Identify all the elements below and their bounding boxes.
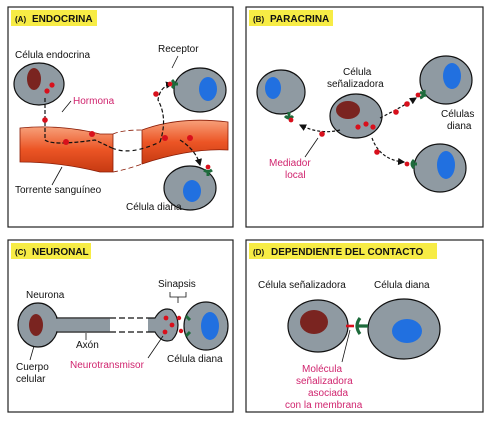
neuron-target-cell [183,301,229,351]
title-bg [11,10,97,26]
hormone-path-gap [111,141,161,152]
signaling-cell-label: señalizadora [327,79,384,90]
target-cell-lower [163,164,217,211]
title-bg [11,243,91,259]
mediator-dot [393,109,399,115]
neuron-label: Neurona [26,290,65,301]
panel-title: ENDOCRINA [32,14,93,25]
neurotransmitter-label: Neurotransmisor [70,360,145,371]
hormone-label: Hormona [73,96,115,107]
panel-letter: (B) [253,15,264,24]
panel-title: DEPENDIENTE DEL CONTACTO [271,247,423,258]
contact-target-label: Célula diana [374,280,430,291]
neuron [17,302,184,348]
hormone-dot [42,117,48,123]
receptor-pointer [171,55,179,69]
title-bg [249,10,333,26]
contact-signaling-cell [287,299,349,353]
hormone-path-down [179,139,202,167]
membrane-bound-molecule [346,317,368,335]
hormone-path [44,98,113,149]
contact-signaling-label: Célula señalizadora [258,280,346,291]
cell-body-pointer [29,345,35,361]
mediator-dot [319,131,325,137]
mediator-label: local [285,170,306,181]
neuron-target-label: Célula diana [167,354,223,365]
cell-body-label: celular [16,374,46,385]
target-cell-upper-right [415,55,473,105]
molecule-label: Molécula [302,364,342,375]
target-cells-label: diana [447,121,472,132]
panel-letter: (D) [253,248,264,257]
panel-contact: (D) DEPENDIENTE DEL CONTACTO Célula seña… [245,239,484,413]
hormone-path-up [157,81,174,143]
receptor-label: Receptor [158,44,199,55]
cell-body-label: Cuerpo [16,362,49,373]
hormone-dot [89,131,95,137]
target-cell-label: Célula diana [126,202,182,213]
signaling-cell [329,93,383,139]
target-cells-label: Células [441,109,474,120]
molecule-label: señalizadora [296,376,353,387]
panel-neuronal: (C) NEURONAL Sinapsis Neurona Axón Cuerp… [7,239,234,413]
panel-endocrine: (A) ENDOCRINA Célula endocrina Receptor … [7,6,234,228]
panel-letter: (A) [15,15,26,24]
mediator-pointer [304,137,319,158]
title-bg [249,243,437,259]
panel-title: PARACRINA [270,14,329,25]
signaling-cell-label: Célula [343,67,372,78]
target-cell-upper [167,67,227,113]
bloodstream-label: Torrente sanguíneo [15,185,102,196]
bloodstream-pointer [51,166,63,186]
neurotransmitter-pointer [147,335,164,359]
panel-paracrine: (B) PARACRINA Célula señalizadora [245,6,484,228]
mediator-dot [404,101,410,107]
hormone-dot [63,139,69,145]
synapse-bracket [169,292,187,303]
molecule-pointer [341,329,351,363]
axon-label: Axón [76,340,99,351]
blood-vessel [19,119,229,173]
hormone-dot [153,91,159,97]
mediator-path-down [371,137,406,166]
contact-target-cell [367,298,441,360]
target-cell-left [256,69,306,123]
target-cell-lower-right [404,143,467,193]
molecule-label: con la membrana [285,400,363,411]
mediator-dot [374,149,380,155]
synapse-label: Sinapsis [158,279,196,290]
hormone-dot [162,135,168,141]
hormone-pointer [61,100,72,113]
mediator-path-left [298,124,341,133]
endocrine-cell-label: Célula endocrina [15,50,90,61]
molecule-label: asociada [308,388,348,399]
hormone-dot [187,135,193,141]
mediator-label: Mediador [269,158,311,169]
panel-letter: (C) [15,248,26,257]
endocrine-cell [13,62,65,106]
panel-title: NEURONAL [32,247,89,258]
mediator-path-up [379,97,418,119]
